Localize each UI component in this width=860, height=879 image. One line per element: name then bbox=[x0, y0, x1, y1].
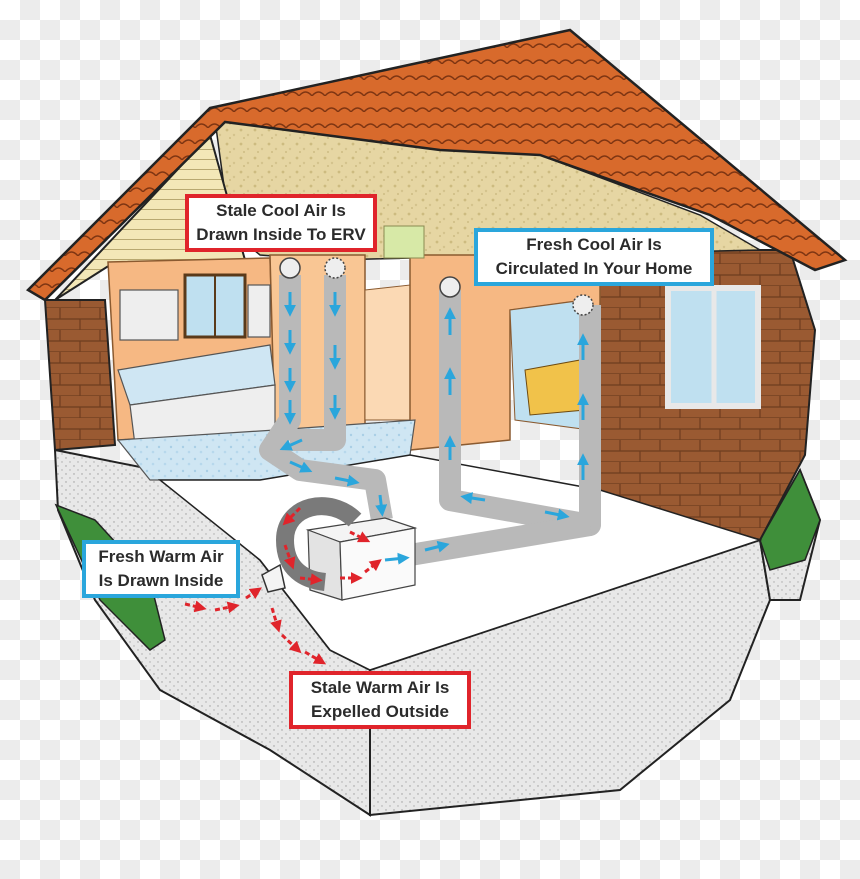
vents bbox=[279, 257, 594, 316]
fresh-warm-air-callout: Fresh Warm Air Is Drawn Inside bbox=[82, 540, 240, 598]
stale-cool-air-line1: Stale Cool Air Is bbox=[216, 201, 346, 220]
stale-cool-air-callout: Stale Cool Air Is Drawn Inside To ERV bbox=[185, 194, 377, 252]
stale-air-arrows bbox=[184, 506, 382, 665]
stale-warm-air-callout: Stale Warm Air Is Expelled Outside bbox=[289, 671, 471, 729]
fresh-cool-air-callout: Fresh Cool Air Is Circulated In Your Hom… bbox=[474, 228, 714, 286]
exhaust-duct bbox=[275, 497, 362, 591]
brick-wall-left bbox=[43, 299, 117, 452]
upper-cabinets bbox=[119, 289, 179, 341]
stale-cool-air-line2: Drawn Inside To ERV bbox=[196, 225, 366, 244]
bed bbox=[524, 359, 586, 416]
grass-right bbox=[759, 468, 821, 571]
fresh-air-arrows bbox=[279, 292, 589, 565]
exterior-vent-hood bbox=[261, 563, 286, 593]
fresh-cool-air-line2: Circulated In Your Home bbox=[495, 259, 693, 278]
roof bbox=[25, 28, 848, 302]
stale-warm-air-line1: Stale Warm Air Is bbox=[310, 678, 450, 697]
fresh-cool-air-line1: Fresh Cool Air Is bbox=[526, 235, 662, 254]
fresh-warm-air-line2: Is Drawn Inside bbox=[98, 571, 224, 590]
fresh-warm-air-line1: Fresh Warm Air bbox=[98, 547, 224, 566]
bath-door bbox=[383, 225, 425, 259]
stale-warm-air-line2: Expelled Outside bbox=[311, 702, 449, 721]
bath-wall bbox=[364, 284, 411, 421]
